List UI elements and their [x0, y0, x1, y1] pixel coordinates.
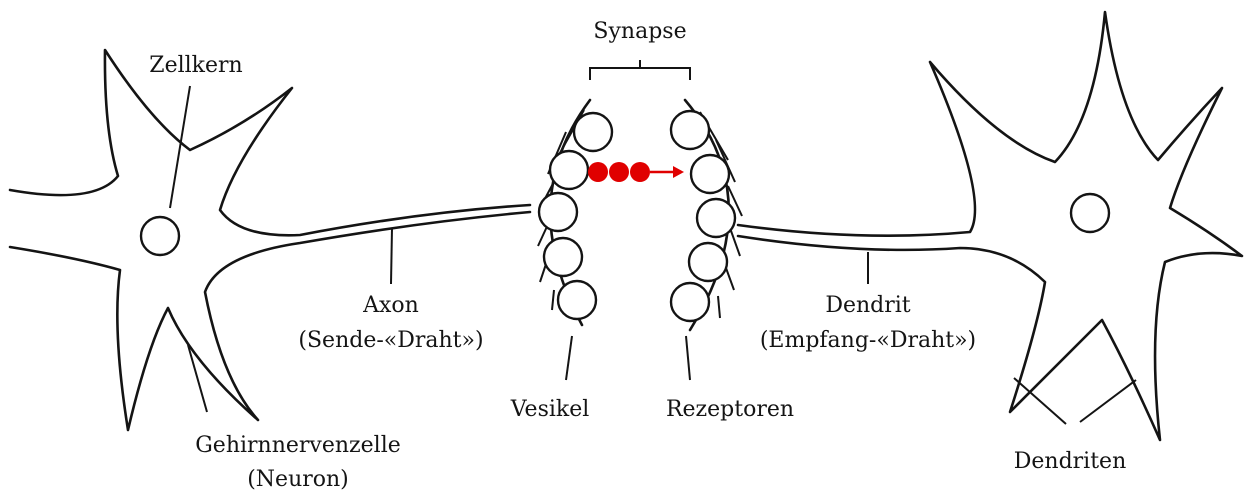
right-nucleus [1071, 194, 1109, 232]
neurotransmitter-release [588, 162, 684, 182]
axon-pointer [391, 228, 392, 284]
synapse-bracket [590, 60, 690, 80]
dendriten-label: Dendriten [1014, 449, 1127, 474]
synapse-label: Synapse [593, 19, 686, 44]
left-neuron-outline [10, 50, 530, 430]
zellkern-label: Zellkern [149, 53, 242, 78]
postsynaptic-terminal [671, 100, 742, 380]
left-nucleus [141, 217, 179, 255]
synapse [538, 60, 742, 380]
receptor [671, 111, 709, 149]
transmitter-molecule [630, 162, 650, 182]
vesicle [544, 238, 582, 276]
transmission-arrowhead [673, 166, 684, 178]
axon-label: Axon [362, 293, 419, 318]
dendrit-label: Dendrit [825, 293, 910, 318]
vesikel-label: Vesikel [510, 397, 590, 422]
left-neuron [10, 50, 530, 430]
rezeptoren-label: Rezeptoren [666, 397, 794, 422]
receptor [691, 155, 729, 193]
right-neuron [738, 12, 1242, 440]
neuron-sublabel: (Neuron) [247, 467, 349, 492]
vesicle [574, 113, 612, 151]
transmitter-molecule [588, 162, 608, 182]
vesicle [558, 281, 596, 319]
vesicle [539, 193, 577, 231]
receptor [671, 283, 709, 321]
receptor [689, 243, 727, 281]
dendrit-sublabel: (Empfang-«Draht») [760, 328, 976, 353]
right-neuron-outline [738, 12, 1242, 440]
vesicle [550, 151, 588, 189]
rezeptoren-pointer [686, 336, 690, 380]
vesikel-pointer [566, 336, 572, 380]
presynaptic-terminal [538, 100, 612, 380]
dendriten-pointer-right [1080, 380, 1136, 422]
transmitter-molecule [609, 162, 629, 182]
axon-sublabel: (Sende-«Draht») [298, 328, 483, 353]
neuron-label: Gehirnnervenzelle [195, 433, 401, 458]
receptor [697, 199, 735, 237]
